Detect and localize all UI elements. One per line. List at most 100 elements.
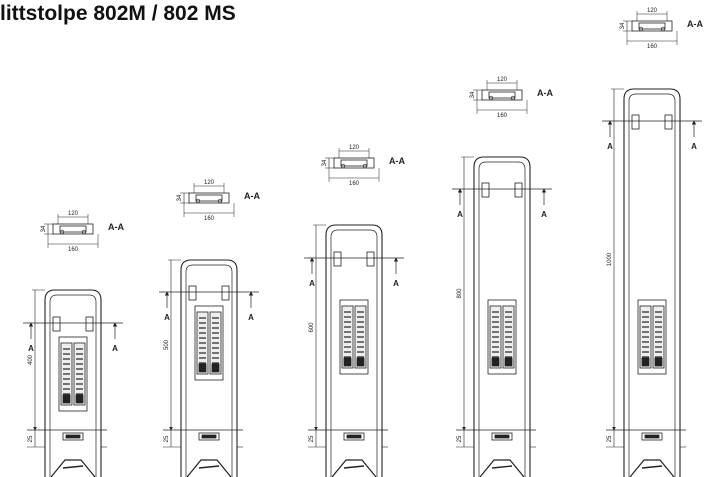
base-label [198, 432, 220, 441]
plan-bolt [195, 198, 201, 204]
bracket [481, 182, 490, 198]
section-marker-left: A [28, 344, 34, 353]
plan-body [481, 89, 523, 101]
pillar-outline [44, 289, 102, 477]
cable-entry [479, 459, 525, 477]
fuse-foot [343, 357, 352, 367]
base-label [62, 432, 84, 441]
section-marker-left: A [607, 142, 613, 151]
bracket [221, 285, 230, 301]
base-label-fill [346, 434, 362, 439]
plan-bolt [488, 95, 494, 101]
plan-inner [195, 194, 223, 202]
plan-body [52, 223, 94, 235]
dim-label-outer: 160 [647, 44, 658, 50]
fuse-foot [198, 363, 207, 373]
section-marker-right: A [248, 313, 254, 322]
section-marker-right: A [691, 142, 697, 151]
dim-label-width: 120 [68, 211, 79, 217]
fuse-foot [75, 394, 84, 404]
plan-inner [488, 91, 516, 99]
section-marker-right: A [393, 279, 399, 288]
base-label-fill [644, 434, 660, 439]
fuse-foot [641, 357, 650, 367]
plan-inner [638, 22, 666, 30]
section-label: A-A [389, 156, 405, 166]
dim-label-height: 800 [457, 288, 463, 299]
plan-bolt [217, 198, 223, 204]
bracket [514, 182, 523, 198]
plan-bolt [81, 229, 87, 235]
dim-label-outer: 160 [204, 216, 215, 222]
plan-view-4: 120 34 160 A-A [470, 77, 553, 119]
pillar-outline [180, 259, 238, 477]
terminal-block [339, 299, 369, 375]
base-label-fill [65, 434, 81, 439]
bracket [664, 114, 673, 130]
plan-body [188, 192, 230, 204]
dim-label-depth: 34 [41, 225, 47, 232]
dim-label-base: 25 [28, 435, 34, 442]
dim-label-width: 120 [497, 77, 508, 83]
terminal-block [194, 305, 224, 381]
cable-entry [50, 459, 96, 477]
pillar-outline [325, 224, 383, 477]
page-title: littstolpe 802M / 802 MS [0, 2, 236, 25]
bracket [85, 316, 94, 332]
cable-entry [198, 465, 220, 469]
section-label: A-A [537, 88, 553, 98]
fuse-foot [211, 363, 220, 373]
bracket [366, 251, 375, 267]
dim-label-height: 1000 [607, 252, 613, 266]
cable-entry [62, 465, 84, 469]
dim-label-base: 25 [457, 435, 463, 442]
plan-bolt [660, 26, 666, 32]
pillar-outline [623, 88, 681, 477]
cable-entry [491, 465, 513, 469]
base-label [491, 432, 513, 441]
cable-entry [331, 459, 377, 477]
plan-bolt [638, 26, 644, 32]
bracket [52, 316, 61, 332]
pillar-inner-outline [628, 93, 676, 477]
fuse-foot [654, 357, 663, 367]
fuse-foot [491, 357, 500, 367]
terminal-block [487, 299, 517, 375]
fuse-foot [62, 394, 71, 404]
plan-inner [340, 159, 368, 167]
plan-bolt [510, 95, 516, 101]
bracket [333, 251, 342, 267]
dim-label-depth: 34 [620, 22, 626, 29]
terminal-block [58, 336, 88, 412]
terminal-block [637, 299, 667, 375]
bracket [188, 285, 197, 301]
dim-label-outer: 160 [349, 181, 360, 187]
section-marker-left: A [164, 313, 170, 322]
plan-body [631, 20, 673, 32]
section-label: A-A [687, 19, 703, 29]
pillar-inner-outline [330, 229, 378, 477]
dim-label-depth: 34 [470, 91, 476, 98]
section-label: A-A [244, 191, 260, 201]
cable-entry [343, 465, 365, 469]
section-marker-left: A [309, 279, 315, 288]
pillar-inner-outline [49, 294, 97, 477]
pillar-outline [473, 156, 531, 477]
dim-label-outer: 160 [497, 113, 508, 119]
section-marker-right: A [541, 210, 547, 219]
cable-entry [641, 465, 663, 469]
dim-label-width: 120 [204, 180, 215, 186]
plan-bolt [59, 229, 65, 235]
section-marker-right: A [112, 344, 118, 353]
dim-label-outer: 160 [68, 247, 79, 253]
dim-label-base: 25 [607, 435, 613, 442]
dim-label-height: 400 [28, 354, 34, 365]
base-label-fill [201, 434, 217, 439]
plan-body [333, 157, 375, 169]
pillar-1: 400 25 A A [23, 289, 123, 477]
